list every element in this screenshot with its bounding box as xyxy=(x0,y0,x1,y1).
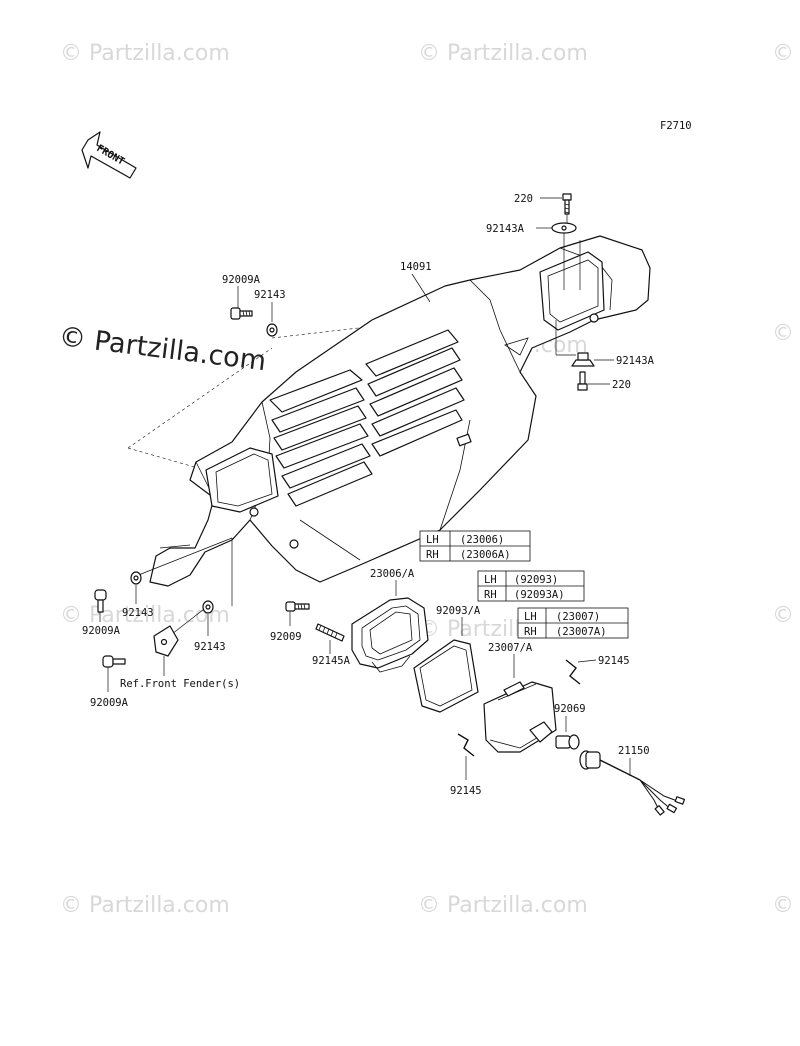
headlight-unit-23007A xyxy=(483,681,557,753)
label-21150: 21150 xyxy=(618,745,650,757)
leader-14091 xyxy=(411,273,431,303)
label-92009A-left: 92009A xyxy=(82,625,121,637)
label-14091: 14091 xyxy=(400,261,432,273)
leader-92143-left xyxy=(135,537,233,577)
label-ref-front-fender: Ref.Front Fender(s) xyxy=(120,678,240,690)
label-92143-mid: 92143 xyxy=(194,641,226,653)
bolt-92009A-top xyxy=(230,307,253,320)
label-92143-left: 92143 xyxy=(122,607,154,619)
label-220-top: 220 xyxy=(514,193,533,205)
t23006-rh-value: (23006A) xyxy=(460,549,511,561)
watermark-top-right: © Partzilla.com xyxy=(772,41,800,66)
t92093-rh-label: RH xyxy=(484,589,497,601)
t23006-lh-value: (23006) xyxy=(460,534,504,546)
watermark-bottom-center: © Partzilla.com xyxy=(418,893,588,918)
t23006-lh-label: LH xyxy=(426,534,439,546)
screw-220-top xyxy=(540,193,572,226)
label-92145-right: 92145 xyxy=(598,655,630,667)
table-92093: LH (92093) RH (92093A) xyxy=(477,570,585,602)
label-92145-bottom: 92145 xyxy=(450,785,482,797)
watermark-bottom-right: © Partzilla.com xyxy=(772,893,800,918)
label-220-right: 220 xyxy=(612,379,631,391)
watermark-low-right: © Partzilla.com xyxy=(772,603,800,628)
label-92143-top: 92143 xyxy=(254,289,286,301)
guide-line xyxy=(127,347,273,449)
label-92009: 92009 xyxy=(270,631,302,643)
bolt-92009 xyxy=(285,601,310,626)
label-92093A: 92093/A xyxy=(436,605,481,617)
label-23006A: 23006/A xyxy=(370,568,415,580)
t23007-lh-label: LH xyxy=(524,611,537,623)
label-92009A-bottom: 92009A xyxy=(90,697,129,709)
table-23007: LH (23007) RH (23007A) xyxy=(517,607,629,639)
bulb-92069 xyxy=(555,734,580,750)
spring-92145A xyxy=(315,623,345,654)
label-92143A-top: 92143A xyxy=(486,223,525,235)
watermark-top-left: © Partzilla.com xyxy=(60,41,230,66)
bolt-92009A-bottom xyxy=(102,655,126,692)
t23006-rh-label: RH xyxy=(426,549,439,561)
guide-line xyxy=(271,299,601,339)
clip-92145-right xyxy=(565,659,597,685)
table-23006: LH (23006) RH (23006A) xyxy=(419,530,531,562)
t92093-lh-label: LH xyxy=(484,574,497,586)
label-23007A: 23007/A xyxy=(488,642,533,654)
lamp-frame-23006A xyxy=(351,597,429,673)
screw-220-right xyxy=(577,371,610,391)
grommet-92143A-top xyxy=(536,222,581,290)
watermark-large: © Partzilla.com xyxy=(57,321,268,377)
clip-92145-bottom xyxy=(457,733,475,780)
grommet-92143A-right xyxy=(556,352,614,367)
watermark-bottom-left: © Partzilla.com xyxy=(60,893,230,918)
bracket-front-fender xyxy=(153,625,179,676)
watermark-top-center: © Partzilla.com xyxy=(418,41,588,66)
t23007-rh-label: RH xyxy=(524,626,537,638)
t92093-rh-value: (92093A) xyxy=(514,589,565,601)
front-arrow-icon: FRONT xyxy=(81,131,137,179)
watermark-low-left: © Partzilla.com xyxy=(60,603,230,628)
watermark-mid-right: © Partzilla.com xyxy=(772,321,800,346)
figure-code: F2710 xyxy=(660,120,692,132)
label-92009A-top: 92009A xyxy=(222,274,261,286)
t92093-lh-value: (92093) xyxy=(514,574,558,586)
gasket-92093A xyxy=(413,639,479,713)
socket-harness-21150 xyxy=(579,750,686,816)
headlight-housing-14091 xyxy=(149,235,651,587)
t23007-rh-value: (23007A) xyxy=(556,626,607,638)
label-92145A: 92145A xyxy=(312,655,351,667)
label-92069: 92069 xyxy=(554,703,586,715)
t23007-lh-value: (23007) xyxy=(556,611,600,623)
label-92143A-right: 92143A xyxy=(616,355,655,367)
bolt-92009A-left xyxy=(94,589,107,622)
